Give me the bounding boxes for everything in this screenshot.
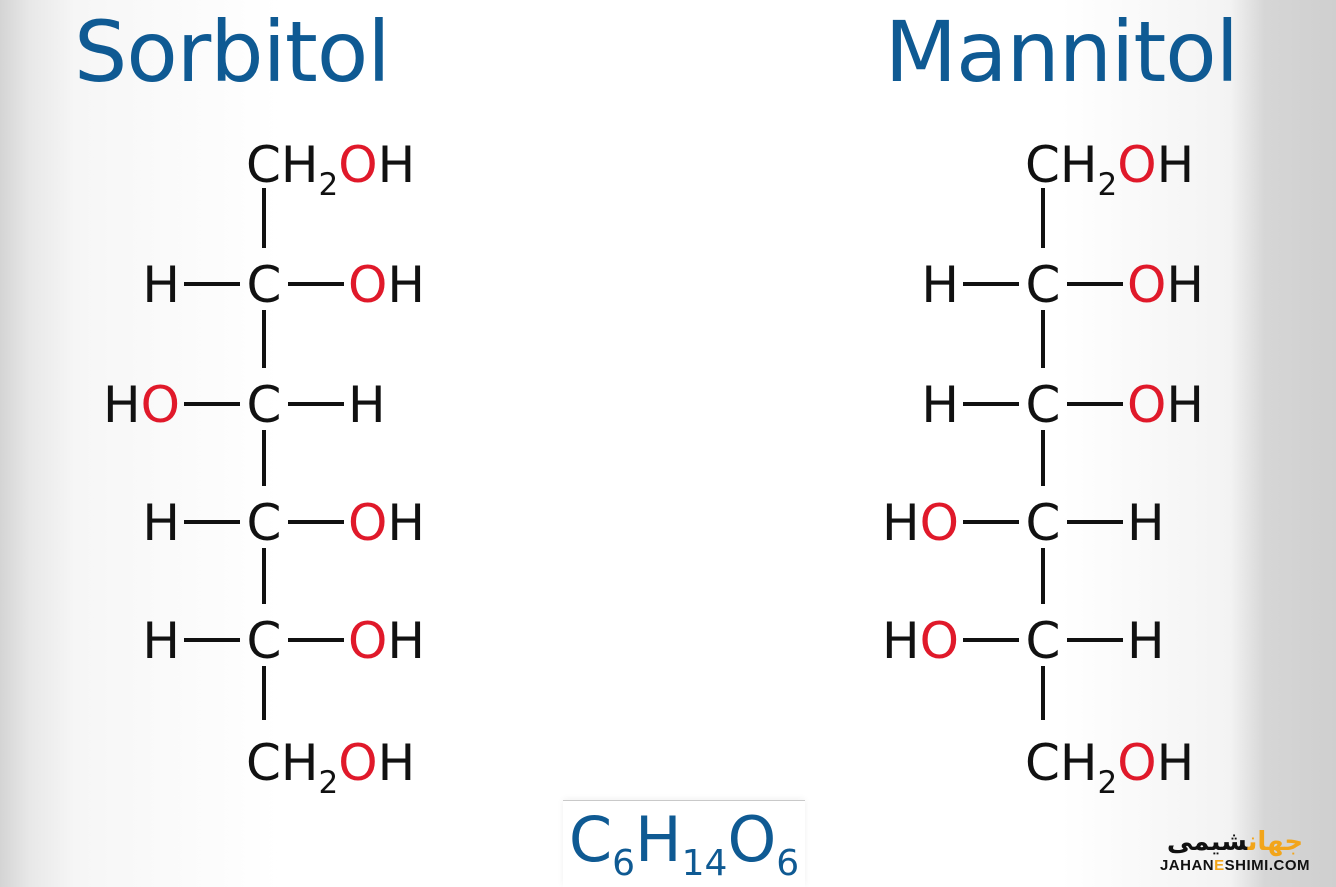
mannitol-carbon-3: C bbox=[1026, 376, 1061, 434]
sorbitol-bottom-ch2oh: CH2OH bbox=[246, 734, 415, 801]
sorbitol-carbon-4: C bbox=[247, 494, 282, 552]
mannitol-right-group-2: OH bbox=[1127, 256, 1204, 314]
sorbitol-carbon-3: C bbox=[247, 376, 282, 434]
logo-persian-text: جهانشیمی bbox=[1160, 827, 1310, 857]
mannitol-carbon-5: C bbox=[1026, 612, 1061, 670]
logo-url: JAHANESHIMI.COM bbox=[1160, 857, 1310, 874]
mannitol-right-group-4: H bbox=[1127, 494, 1165, 552]
mannitol-carbon-4: C bbox=[1026, 494, 1061, 552]
formula-carbon: C bbox=[568, 803, 613, 876]
sorbitol-title: Sorbitol bbox=[74, 3, 391, 101]
logo-url-e: E bbox=[1214, 857, 1225, 874]
sorbitol-left-group-2: H bbox=[142, 256, 180, 314]
formula-oxygen: O bbox=[727, 803, 777, 876]
sorbitol-right-group-2: OH bbox=[348, 256, 425, 314]
formula-hydrogen: H bbox=[635, 803, 682, 876]
logo-persian-part-2: شیمی bbox=[1166, 827, 1248, 857]
mannitol-left-group-5: HO bbox=[882, 612, 959, 670]
mannitol-right-group-5: H bbox=[1127, 612, 1165, 670]
logo-url-part-1: JAHAN bbox=[1159, 857, 1215, 874]
formula-hydrogen-count: 14 bbox=[681, 843, 728, 884]
sorbitol-left-group-4: H bbox=[142, 494, 180, 552]
molecular-formula: C6H14O6 bbox=[563, 803, 805, 882]
sorbitol-left-group-5: H bbox=[142, 612, 180, 670]
mannitol-left-group-2: H bbox=[921, 256, 959, 314]
mannitol-left-group-3: H bbox=[921, 376, 959, 434]
molecular-formula-box: C6H14O6 bbox=[563, 800, 805, 887]
formula-carbon-count: 6 bbox=[612, 843, 636, 884]
sorbitol-top-ch2oh: CH2OH bbox=[246, 136, 415, 203]
sorbitol-right-group-5: OH bbox=[348, 612, 425, 670]
sorbitol-left-group-3: HO bbox=[103, 376, 180, 434]
sorbitol-carbon-5: C bbox=[247, 612, 282, 670]
sorbitol-right-group-3: H bbox=[348, 376, 386, 434]
mannitol-right-group-3: OH bbox=[1127, 376, 1204, 434]
sorbitol-right-group-4: OH bbox=[348, 494, 425, 552]
site-logo: جهانشیمی JAHANESHIMI.COM bbox=[1160, 827, 1310, 874]
sorbitol-carbon-2: C bbox=[247, 256, 282, 314]
mannitol-bottom-ch2oh: CH2OH bbox=[1025, 734, 1194, 801]
mannitol-carbon-2: C bbox=[1026, 256, 1061, 314]
mannitol-title: Mannitol bbox=[884, 3, 1239, 101]
formula-oxygen-count: 6 bbox=[776, 843, 800, 884]
logo-persian-part-1: جهان bbox=[1247, 827, 1304, 857]
logo-url-part-2: SHIMI.COM bbox=[1224, 857, 1310, 874]
mannitol-left-group-4: HO bbox=[882, 494, 959, 552]
mannitol-top-ch2oh: CH2OH bbox=[1025, 136, 1194, 203]
